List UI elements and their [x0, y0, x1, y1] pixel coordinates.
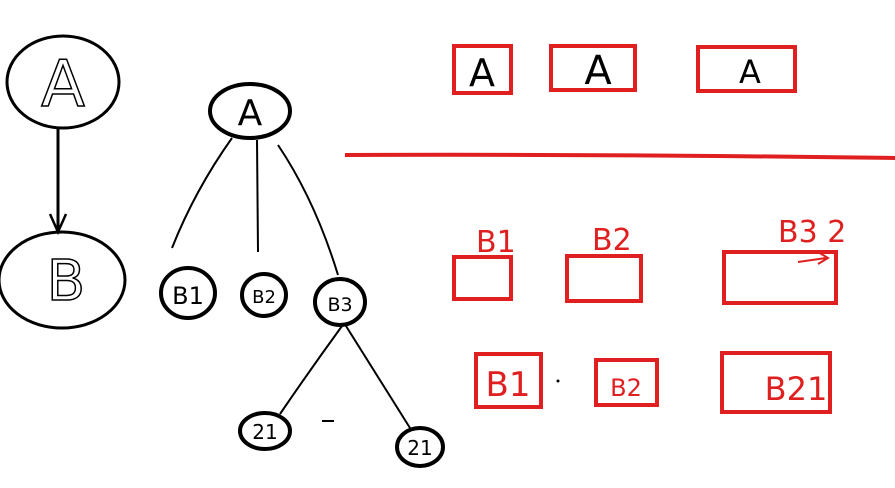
tree1-root-node: [5, 34, 121, 130]
tree2-c2-label: 21: [407, 436, 432, 460]
bottom-box-3: [720, 351, 832, 414]
mid-label-1: B1: [476, 225, 516, 260]
bottom-box-2: [594, 358, 659, 407]
tree2-b3-label: B3: [327, 294, 352, 316]
middle-row: B1 B2 B3 2: [452, 215, 846, 305]
mid-label-3: B3 2: [778, 215, 846, 250]
tree1-root-label: A: [41, 48, 85, 122]
mid-box-1: [452, 255, 513, 301]
tree2-edge-c2: [345, 325, 411, 429]
mid-box-3: [722, 250, 838, 305]
bottom-row-boxes: B1 B2 B21: [474, 351, 832, 414]
top-box-1-label: A: [469, 51, 495, 95]
tree2-c2-node: [395, 426, 445, 468]
top-box-1: [452, 44, 513, 95]
tree2-b2-node: [240, 272, 288, 318]
bottom-box-2-label: B2: [610, 374, 642, 402]
tree2-root-label: A: [238, 93, 263, 134]
tree2-edge-b3: [277, 144, 339, 276]
bottom-box-1: [474, 352, 543, 409]
tree1-child-node: [0, 230, 127, 330]
top-box-3: [696, 45, 797, 93]
tree2-b2-label: B2: [252, 287, 276, 308]
tree-1: A B: [0, 34, 127, 330]
bottom-box-1-label: B1: [486, 365, 531, 405]
bottom-box-3-label: B21: [765, 370, 828, 408]
tree2-b1-label: B1: [172, 282, 204, 310]
top-row-boxes: A A A: [452, 44, 797, 95]
tree2-edge-b2: [256, 139, 259, 253]
top-box-3-label: A: [739, 53, 761, 91]
tree1-child-label: B: [47, 249, 85, 314]
stray-dot: [556, 379, 560, 383]
tree2-root-node: [208, 82, 292, 140]
mid-label-2: B2: [592, 223, 632, 258]
red-divider-line: [344, 152, 895, 160]
tree-2: A B1 B2 B3 21 21: [159, 82, 445, 468]
top-box-2-label: A: [584, 48, 612, 94]
tree2-c1-node: [238, 411, 292, 451]
tree2-c1-label: 21: [252, 420, 277, 444]
tree2-b3-node: [313, 277, 367, 327]
mid-box-2: [565, 254, 643, 303]
tree2-b1-node: [159, 266, 217, 320]
top-box-2: [549, 44, 637, 92]
tree2-edge-c1: [279, 325, 343, 415]
tree2-edge-b1: [171, 137, 233, 249]
